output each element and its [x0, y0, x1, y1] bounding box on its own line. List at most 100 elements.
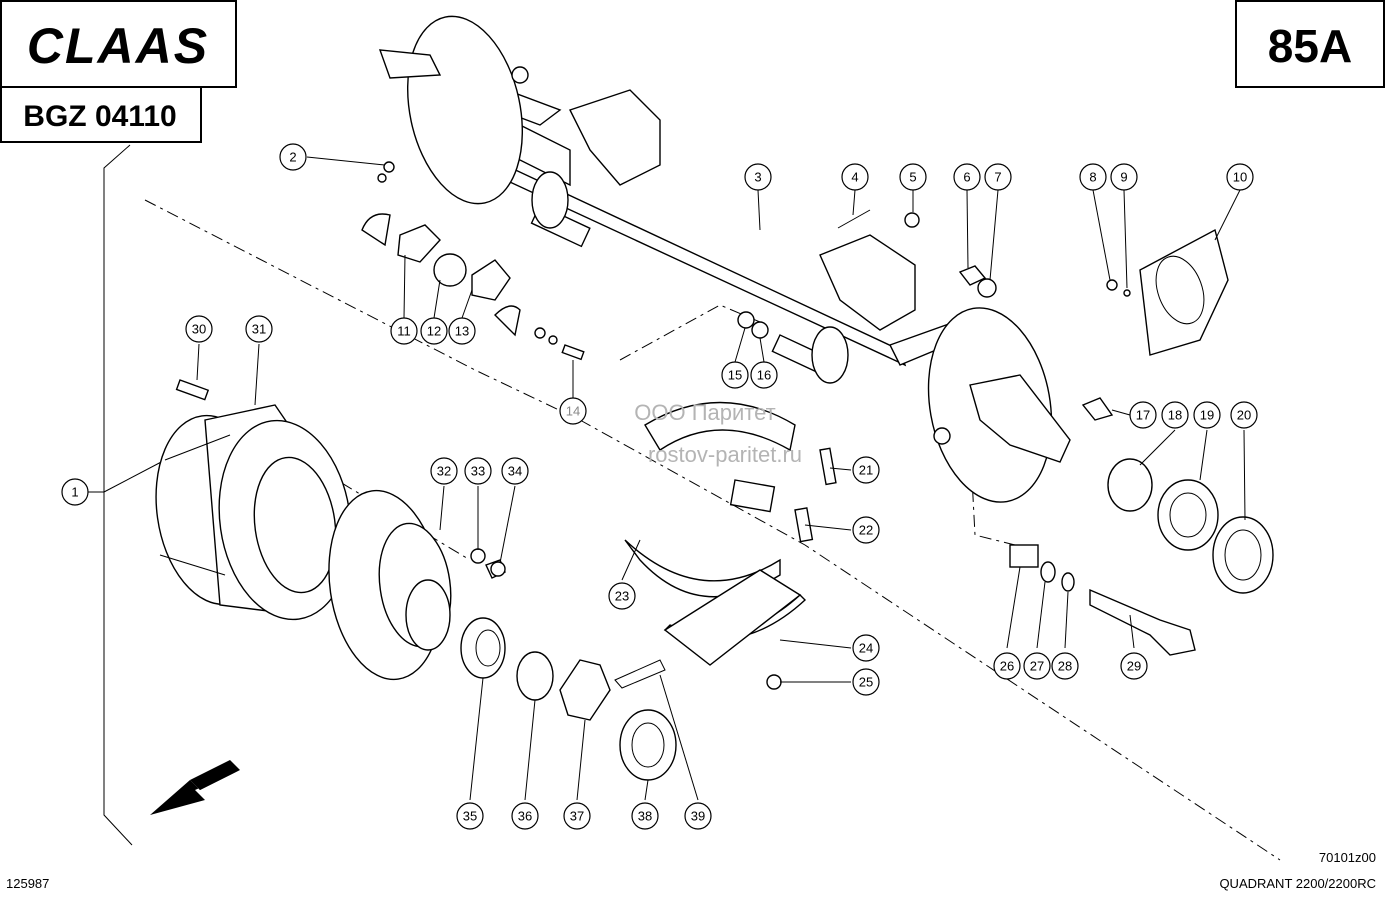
- callout-22: 22: [852, 516, 880, 544]
- callout-number: 31: [252, 322, 266, 337]
- page-code: 85A: [1268, 20, 1352, 72]
- brake-shoes: [624, 401, 837, 690]
- callout-13: 13: [448, 317, 476, 345]
- callout-number: 25: [859, 675, 873, 690]
- callout-circle: [1230, 401, 1258, 429]
- bottom-small-parts: [460, 548, 677, 781]
- callout-number: 20: [1237, 408, 1251, 423]
- callout-37: 37: [563, 802, 591, 830]
- callout-33: 33: [464, 457, 492, 485]
- assembly-code: BGZ 04110: [23, 100, 176, 133]
- callout-circle: [420, 317, 448, 345]
- callout-number: 34: [508, 464, 522, 479]
- callout-21: 21: [852, 456, 880, 484]
- callout-15: 15: [721, 361, 749, 389]
- callout-circle: [852, 516, 880, 544]
- callout-circle: [1161, 401, 1189, 429]
- callout-number: 4: [851, 170, 858, 185]
- callout-number: 9: [1120, 170, 1127, 185]
- callout-circle: [852, 456, 880, 484]
- callout-circle: [501, 457, 529, 485]
- callout-4: 4: [841, 163, 869, 191]
- direction-arrow-icon: [150, 760, 240, 815]
- callout-3: 3: [744, 163, 772, 191]
- callout-circle: [993, 652, 1021, 680]
- callout-number: 35: [463, 809, 477, 824]
- drawing-number: 70101z00: [1319, 850, 1376, 865]
- callout-18: 18: [1161, 401, 1189, 429]
- callout-circle: [448, 317, 476, 345]
- callout-2: 2: [279, 143, 307, 171]
- callout-circle: [390, 317, 418, 345]
- footer-left-number: 125987: [6, 876, 49, 891]
- callout-number: 16: [757, 368, 771, 383]
- brake-drum: [155, 404, 352, 621]
- gasket-plate: [1139, 228, 1229, 356]
- callout-38: 38: [631, 802, 659, 830]
- brake-cam-parts: [175, 161, 769, 577]
- callout-number: 7: [994, 170, 1001, 185]
- callout-circle: [721, 361, 749, 389]
- callout-number: 8: [1089, 170, 1096, 185]
- callout-31: 31: [245, 315, 273, 343]
- callout-16: 16: [750, 361, 778, 389]
- callout-32: 32: [430, 457, 458, 485]
- leader-lines: [196, 156, 1246, 801]
- callout-circle: [245, 315, 273, 343]
- callout-circle: [1226, 163, 1254, 191]
- callout-number: 5: [909, 170, 916, 185]
- callout-circle: [984, 163, 1012, 191]
- callout-number: 2: [289, 150, 296, 165]
- callout-circle: [1193, 401, 1221, 429]
- callout-circle: [279, 143, 307, 171]
- callout-35: 35: [456, 802, 484, 830]
- callout-circle: [750, 361, 778, 389]
- callout-circle: [899, 163, 927, 191]
- callout-5: 5: [899, 163, 927, 191]
- callout-circle: [744, 163, 772, 191]
- callout-circle: [1023, 652, 1051, 680]
- callout-circle: [185, 315, 213, 343]
- callout-number: 3: [754, 170, 761, 185]
- callout-17: 17: [1129, 401, 1157, 429]
- watermark-line1: ООО Паритет: [634, 400, 775, 425]
- callout-26: 26: [993, 652, 1021, 680]
- claas-logo: CLAAS: [27, 18, 209, 74]
- callout-number: 36: [518, 809, 532, 824]
- callout-number: 29: [1127, 659, 1141, 674]
- callout-circle: [1120, 652, 1148, 680]
- callout-circle: [684, 802, 712, 830]
- group-bracket: [88, 144, 166, 846]
- callout-number: 37: [570, 809, 584, 824]
- callout-circle: [852, 668, 880, 696]
- callout-9: 9: [1110, 163, 1138, 191]
- callout-circle: [1129, 401, 1157, 429]
- callout-1: 1: [61, 478, 89, 506]
- callout-number: 30: [192, 322, 206, 337]
- callout-25: 25: [852, 668, 880, 696]
- wheel-hub: [328, 489, 452, 681]
- callout-circle: [841, 163, 869, 191]
- header-page-box: 85A: [1235, 0, 1385, 88]
- callout-circle: [430, 457, 458, 485]
- callout-circle: [953, 163, 981, 191]
- callout-number: 17: [1136, 408, 1150, 423]
- callout-number: 28: [1058, 659, 1072, 674]
- callout-8: 8: [1079, 163, 1107, 191]
- callout-10: 10: [1226, 163, 1254, 191]
- callout-34: 34: [501, 457, 529, 485]
- callout-number: 33: [471, 464, 485, 479]
- callout-number: 38: [638, 809, 652, 824]
- watermark-line2: rostov-paritet.ru: [648, 442, 802, 467]
- callout-30: 30: [185, 315, 213, 343]
- callout-circle: [456, 802, 484, 830]
- callout-number: 19: [1200, 408, 1214, 423]
- callout-6: 6: [953, 163, 981, 191]
- callout-14: 14: [559, 397, 587, 425]
- callout-number: 27: [1030, 659, 1044, 674]
- callout-number: 26: [1000, 659, 1014, 674]
- callout-number: 14: [566, 404, 580, 419]
- callout-number: 18: [1168, 408, 1182, 423]
